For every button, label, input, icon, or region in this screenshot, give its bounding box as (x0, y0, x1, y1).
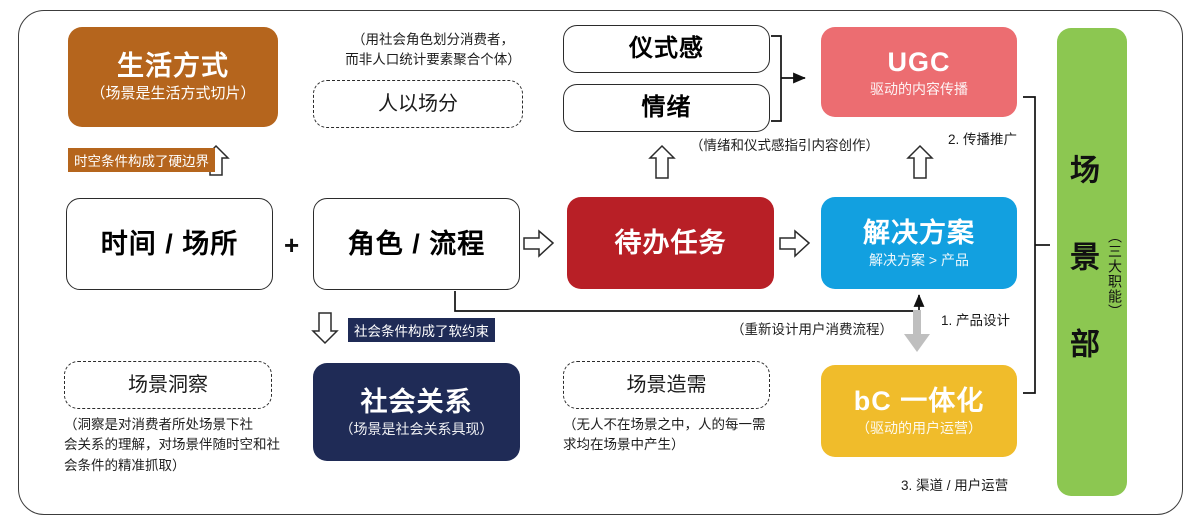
tag-soft-constraint: 社会条件构成了软约束 (348, 318, 495, 342)
box-scene-demand[interactable]: 场景造需 (563, 361, 770, 409)
note-scene-demand: （无人不在场景之中，人的每一需 求均在场景中产生） (563, 417, 766, 453)
hollow-arrow-up-task (648, 144, 676, 179)
box-department[interactable]: 场 景 部 （三大职能） (1057, 28, 1127, 496)
function-label-two: 2. 传播推广 (948, 132, 1018, 147)
box-todo-task[interactable]: 待办任务 (567, 197, 774, 289)
tag-hard-boundary: 时空条件构成了硬边界 (68, 148, 215, 172)
box-social-relation-title: 社会关系 (360, 386, 473, 417)
box-solution[interactable]: 解决方案 解决方案 > 产品 (821, 197, 1017, 289)
function-label-one: 1. 产品设计 (941, 313, 1011, 328)
plus-symbol: + (284, 230, 300, 260)
box-bc-integration-subtitle: （驱动的用户运营） (856, 419, 982, 436)
box-emotion-title: 情绪 (641, 93, 692, 121)
note-insight: （洞察是对消费者所处场景下社 会关系的理解，对场景伴随时空和社 会条件的精准抓取… (64, 417, 280, 473)
box-scene-insight-title: 场景洞察 (128, 373, 208, 396)
hollow-arrow-down-role (311, 312, 339, 345)
outer-frame (18, 10, 1183, 515)
redesign-flow-connector (454, 291, 925, 312)
functions-bracket (1023, 96, 1050, 394)
box-lifestyle[interactable]: 生活方式 （场景是生活方式切片） (68, 27, 278, 127)
box-bc-integration[interactable]: bC 一体化 （驱动的用户运营） (821, 365, 1017, 457)
note-emotion-guides-content: （情绪和仪式感指引内容创作） (690, 138, 879, 153)
box-time-place[interactable]: 时间 / 场所 (66, 198, 273, 290)
box-scene-insight[interactable]: 场景洞察 (64, 361, 272, 409)
box-ren-yi-chang-fen-title: 人以场分 (378, 92, 458, 115)
box-ren-yi-chang-fen[interactable]: 人以场分 (313, 80, 523, 128)
box-solution-subtitle: 解决方案 > 产品 (869, 251, 969, 268)
note-redesign-flow: （重新设计用户消费流程） (731, 322, 893, 337)
box-bc-integration-title: bC 一体化 (853, 385, 985, 416)
box-ugc-subtitle: 驱动的内容传播 (870, 80, 968, 97)
box-lifestyle-title: 生活方式 (117, 51, 229, 82)
box-scene-demand-title: 场景造需 (626, 373, 707, 396)
box-time-place-title: 时间 / 场所 (100, 228, 239, 259)
box-emotion[interactable]: 情绪 (563, 84, 770, 132)
function-label-three: 3. 渠道 / 用户运营 (901, 478, 1009, 493)
box-lifestyle-subtitle: （场景是生活方式切片） (90, 84, 256, 102)
box-todo-task-title: 待办任务 (614, 227, 727, 258)
box-solution-title: 解决方案 (863, 217, 975, 248)
box-department-subtitle: （三大职能） (1107, 229, 1123, 319)
box-role-process-title: 角色 / 流程 (347, 228, 486, 259)
hollow-arrow-right-task-solution (779, 229, 811, 258)
note-social-role: （用社会角色划分消费者， 而非人口统计要素聚合个体） (345, 32, 521, 68)
hollow-arrow-up-solution (906, 144, 934, 179)
gray-arrow-down-solution-bc (904, 310, 930, 352)
box-ugc-title: UGC (887, 46, 951, 77)
box-role-process[interactable]: 角色 / 流程 (313, 198, 520, 290)
hollow-arrow-right-role-task (523, 229, 555, 258)
box-ritual[interactable]: 仪式感 (563, 25, 770, 73)
ritual-emotion-bracket (771, 35, 806, 122)
box-ugc[interactable]: UGC 驱动的内容传播 (821, 27, 1017, 117)
box-department-title: 场 景 部 (1065, 154, 1098, 370)
box-social-relation-subtitle: （场景是社会关系具现） (339, 420, 494, 437)
box-social-relation[interactable]: 社会关系 （场景是社会关系具现） (313, 363, 520, 461)
box-ritual-title: 仪式感 (629, 34, 704, 62)
